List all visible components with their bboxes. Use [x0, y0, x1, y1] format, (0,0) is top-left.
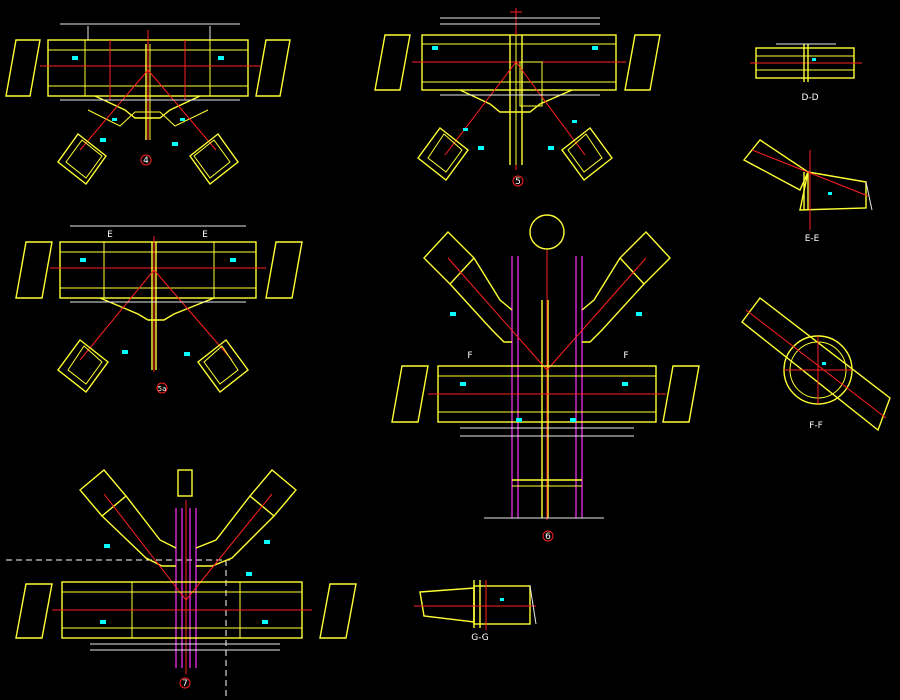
detail-5a-right-brace-plate [197, 339, 249, 393]
detail-6-label: 6 [545, 532, 551, 542]
detail-7-label: 7 [182, 679, 188, 689]
section-dd-label: D-D [801, 93, 818, 103]
section-ee-brace [742, 139, 809, 191]
section-ee-beam [799, 171, 867, 211]
detail-4-callout-circle [140, 154, 152, 166]
detail-5-right-brace-plate [561, 127, 613, 181]
section-ff-label: F-F [809, 421, 823, 431]
detail-5a-section-mark-right: E [202, 230, 208, 240]
detail-5a-label: 5a [158, 385, 167, 393]
detail-4-drawing: 4 [5, 23, 291, 186]
detail-4-right-flange-plate [255, 39, 291, 97]
detail-5-drawing: 5 [374, 8, 661, 187]
detail-7-left-flange-plate [15, 583, 53, 639]
detail-5-left-brace-plate [417, 127, 469, 181]
section-gg-label: G-G [471, 633, 489, 643]
detail-6-right-flange-plate [662, 365, 700, 423]
detail-4-label: 4 [143, 156, 149, 166]
detail-5-right-flange-plate [624, 34, 661, 91]
detail-5-callout-circle [512, 175, 524, 187]
detail-5a-section-mark-left: E [107, 230, 113, 240]
section-ff-drawing: F-F [741, 297, 891, 432]
section-ff-brace [741, 297, 891, 432]
section-gg-drawing: G-G [414, 580, 537, 643]
detail-7-right-flange-plate [319, 583, 357, 639]
section-gg-right-part [473, 585, 531, 625]
detail-5a-left-flange-plate [15, 241, 53, 299]
section-ee-drawing: E-E [742, 139, 873, 244]
detail-7-left-brace-plate [79, 469, 127, 517]
detail-5-label: 5 [515, 177, 521, 187]
detail-7-drawing: 7 [6, 469, 357, 700]
detail-4-left-brace-plate [57, 132, 107, 186]
detail-4-left-flange-plate [5, 39, 41, 97]
detail-6-pipe-section [529, 214, 565, 250]
detail-4-right-brace-plate [189, 132, 239, 186]
detail-6-right-brace-plate [619, 230, 671, 286]
section-dd-drawing: D-D [750, 43, 862, 103]
detail-7-top-plate [177, 469, 193, 497]
detail-6-section-mark-right: F [623, 351, 628, 361]
detail-6-left-brace-plate [423, 230, 475, 286]
detail-5a-main-beam [59, 241, 257, 299]
detail-6-left-flange-plate [391, 365, 429, 423]
detail-5a-left-brace-plate [57, 339, 109, 393]
detail-6-drawing: F F 6 [391, 214, 700, 542]
section-ee-label: E-E [805, 234, 820, 244]
detail-5-left-flange-plate [374, 34, 411, 91]
detail-5a-right-flange-plate [265, 241, 303, 299]
detail-5a-drawing: E E 5a [15, 225, 303, 394]
detail-7-right-brace-plate [249, 469, 297, 517]
detail-5a-callout-circle [156, 382, 168, 394]
detail-6-section-mark-left: F [467, 351, 472, 361]
detail-6-callout-circle [542, 530, 554, 542]
section-gg-left-part [419, 587, 475, 623]
detail-7-callout-circle [179, 677, 191, 689]
